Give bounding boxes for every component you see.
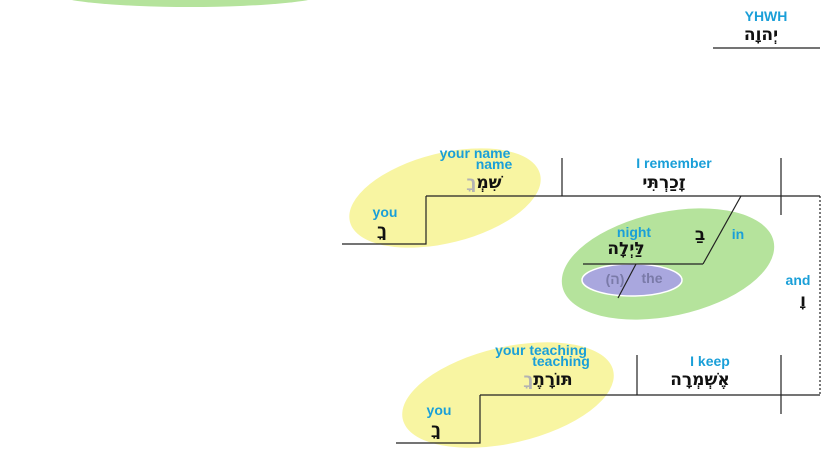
prep-slant-line <box>702 195 742 265</box>
object1-gloss: your name <box>440 145 511 161</box>
conjunction-hebrew: וָ <box>800 291 806 311</box>
yhwh-gloss: YHWH <box>745 8 788 24</box>
article-slant-line <box>617 263 637 299</box>
object1-hebrew: שִׁמְךָ <box>466 173 503 193</box>
time-hebrew: לַּיְלָה <box>607 239 644 259</box>
possessor2-hebrew: ךָ <box>431 420 441 440</box>
verb2-gloss: I keep <box>690 353 730 369</box>
time-gloss: night <box>617 224 652 240</box>
object1-gloss-repeat: name <box>476 156 513 172</box>
object2-gloss: your teaching <box>495 342 587 358</box>
object2-hebrew-base: תּוֹרָתֶ <box>533 370 572 390</box>
article-hebrew: (ה) <box>606 271 625 287</box>
object2-hebrew: תּוֹרָתֶךָ <box>523 370 572 390</box>
verb1-gloss: I remember <box>636 155 712 171</box>
top-green-blob <box>71 0 309 7</box>
verb2-hebrew: אֶשְׁמְרָה <box>670 370 729 390</box>
object2-gloss-repeat: teaching <box>532 353 590 369</box>
conjunction-gloss: and <box>786 272 811 288</box>
object1-hebrew-suffix: ךָ <box>466 173 476 193</box>
object2-hebrew-suffix: ךָ <box>523 370 533 390</box>
possessor-line-2 <box>396 395 481 444</box>
name-yellow-blob <box>349 148 541 248</box>
object1-hebrew-base: שִׁמְ <box>476 173 503 193</box>
possessor-line-1 <box>342 196 427 245</box>
prep-hebrew: בַ <box>695 225 705 245</box>
verb1-hebrew: זָכַרְתִּי <box>642 173 685 193</box>
possessor1-hebrew: ךָ <box>377 221 387 241</box>
possessor2-gloss: you <box>427 402 452 418</box>
article-gloss: the <box>642 270 663 286</box>
article-purple-blob <box>581 263 683 297</box>
possessor1-gloss: you <box>373 204 398 220</box>
yhwh-hebrew: יְהוָה <box>744 25 778 45</box>
prep-gloss: in <box>732 226 744 242</box>
